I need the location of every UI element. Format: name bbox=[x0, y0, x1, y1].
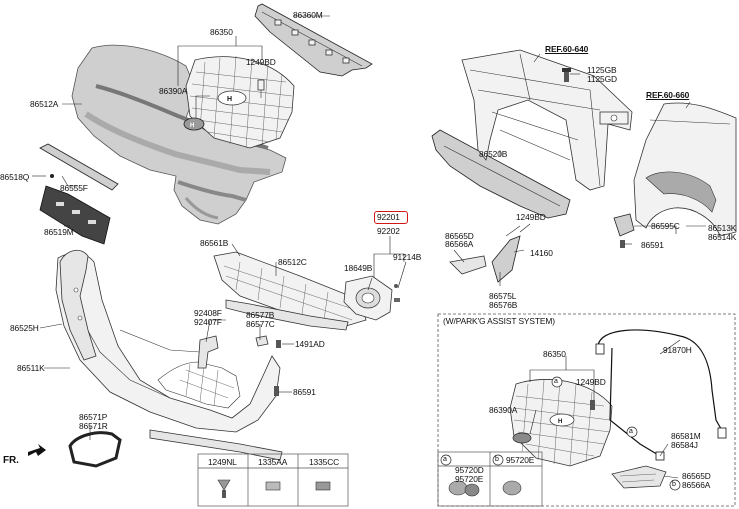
label-92201[interactable]: 92201 bbox=[377, 212, 400, 222]
label-1491AD: 1491AD bbox=[295, 339, 325, 349]
label-86561B: 86561B bbox=[200, 238, 229, 248]
label-86518Q: 86518Q bbox=[0, 172, 30, 182]
table-header-1335AA: 1335AA bbox=[258, 457, 288, 467]
label-86513K: 86513K bbox=[708, 223, 737, 233]
front-arrow-icon bbox=[28, 444, 46, 456]
label-86350-inset: 86350 bbox=[543, 349, 566, 359]
label-95720E-b: 95720E bbox=[506, 455, 535, 465]
screw-86591-mid bbox=[274, 386, 279, 396]
label-95720E: 95720E bbox=[455, 474, 484, 484]
lamp-bezel-86565D-mid bbox=[449, 225, 521, 283]
label-86525H: 86525H bbox=[10, 323, 39, 333]
table-header-1335CC: 1335CC bbox=[309, 457, 340, 467]
bracket-86577B bbox=[255, 335, 281, 348]
label-86520B: 86520B bbox=[479, 149, 508, 159]
highlight-box-92201 bbox=[374, 211, 408, 224]
label-park-assist: (W/PARK'G ASSIST SYSTEM) bbox=[443, 316, 555, 326]
trim-strip-86555F bbox=[39, 143, 119, 191]
label-86519M: 86519M bbox=[44, 227, 74, 237]
bracket-92408F bbox=[197, 335, 219, 369]
label-86555F: 86555F bbox=[60, 183, 88, 193]
label-92408F: 92408F bbox=[194, 308, 222, 318]
label-1249BD-mid: 1249BD bbox=[516, 212, 546, 222]
label-86566A-inset: 86566A bbox=[682, 480, 711, 490]
sensor-table bbox=[437, 451, 543, 507]
label-86584J: 86584J bbox=[671, 440, 698, 450]
label-86576B: 86576B bbox=[489, 300, 518, 310]
label-86565D-inset: 86565D bbox=[682, 471, 711, 481]
label-86566A-mid: 86566A bbox=[445, 239, 474, 249]
fog-trim-86571P bbox=[68, 431, 122, 468]
label-92202: 92202 bbox=[377, 226, 400, 236]
label-1249BD-inset: 1249BD bbox=[576, 377, 606, 387]
label-1249BD-top: 1249BD bbox=[246, 57, 276, 67]
label-86390A-top: 86390A bbox=[159, 86, 188, 96]
label-86591-right: 86591 bbox=[641, 240, 664, 250]
label-86591-mid: 86591 bbox=[293, 387, 316, 397]
label-86512C: 86512C bbox=[278, 257, 307, 267]
label-86360M: 86360M bbox=[293, 10, 323, 20]
inset-bolt-1249BD bbox=[590, 400, 595, 410]
bolt-1249BD-top bbox=[257, 79, 265, 98]
label-86577C: 86577C bbox=[246, 319, 275, 329]
energy-absorber-86520B bbox=[431, 129, 571, 219]
bumper-cover-86511K bbox=[55, 252, 283, 461]
bolt-1125GB bbox=[562, 68, 571, 82]
svg-text:H: H bbox=[190, 123, 194, 129]
lower-grille-86561B bbox=[213, 251, 367, 327]
circle-letter-a1: a bbox=[554, 378, 558, 385]
label-92407F: 92407F bbox=[194, 317, 222, 327]
label-86595C: 86595C bbox=[651, 221, 680, 231]
label-86390A-inset: 86390A bbox=[489, 405, 518, 415]
wiring-harness-91870H bbox=[595, 329, 727, 461]
label-91870H: 91870H bbox=[663, 345, 692, 355]
label-86571R: 86571R bbox=[79, 421, 108, 431]
circle-letter-a3: a bbox=[443, 456, 447, 463]
fender-ref660 bbox=[613, 102, 737, 248]
leader-lines bbox=[32, 15, 706, 479]
table-header-1249NL: 1249NL bbox=[208, 457, 237, 467]
fog-lamp-92201 bbox=[343, 275, 400, 321]
skid-strip-86512C bbox=[225, 299, 349, 331]
inset-bezel-86565D bbox=[611, 465, 667, 489]
inset-grille-86350: H bbox=[509, 379, 613, 467]
label-1125GB: 1125GB bbox=[587, 65, 617, 75]
circle-letter-a2: a bbox=[629, 428, 633, 435]
label-86514K: 86514K bbox=[708, 232, 737, 242]
radiator-support-ref640 bbox=[461, 49, 633, 191]
label-86581M: 86581M bbox=[671, 431, 701, 441]
label-14160: 14160 bbox=[530, 248, 553, 258]
radiator-grille-86350: H bbox=[185, 55, 295, 149]
label-86565D-mid: 86565D bbox=[445, 231, 474, 241]
label-18649B: 18649B bbox=[344, 263, 373, 273]
svg-text:H: H bbox=[558, 419, 562, 425]
impact-carrier-86525H bbox=[59, 249, 97, 361]
label-fr: FR. bbox=[3, 455, 19, 466]
circle-letter-b1: b bbox=[672, 481, 676, 488]
label-86575L: 86575L bbox=[489, 291, 517, 301]
label-86350-top: 86350 bbox=[210, 27, 233, 37]
label-ref-60-640[interactable]: REF.60-640 bbox=[545, 44, 589, 54]
label-95720D: 95720D bbox=[455, 465, 484, 475]
callout-circles bbox=[440, 376, 681, 491]
label-1125GD: 1125GD bbox=[587, 74, 617, 84]
license-plate-bracket-86519M bbox=[39, 185, 111, 245]
fasteners-table bbox=[197, 453, 349, 507]
inset-emblem-86390A bbox=[512, 432, 532, 444]
circle-letter-b2: b bbox=[495, 456, 499, 463]
bracket-86360M bbox=[254, 3, 373, 77]
label-86577B: 86577B bbox=[246, 310, 275, 320]
parking-assist-inset bbox=[437, 313, 736, 507]
label-86571P: 86571P bbox=[79, 412, 108, 422]
label-86511K: 86511K bbox=[17, 363, 45, 373]
svg-text:H: H bbox=[227, 96, 232, 103]
label-91214B: 91214B bbox=[393, 252, 422, 262]
label-86512A: 86512A bbox=[30, 99, 59, 109]
label-ref-60-660[interactable]: REF.60-660 bbox=[646, 90, 690, 100]
emblem-86390A: H bbox=[183, 117, 205, 131]
